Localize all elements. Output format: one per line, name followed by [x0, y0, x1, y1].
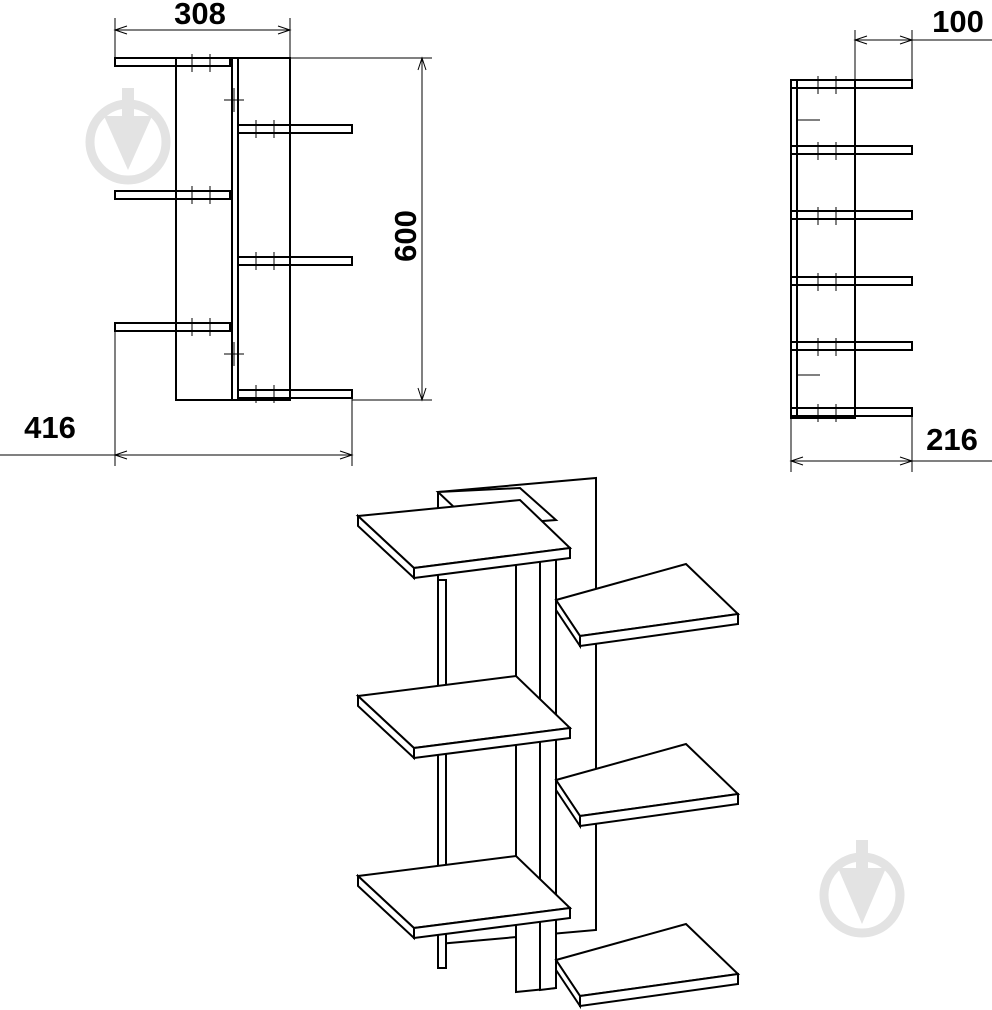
- front-left-panel: [175, 57, 233, 401]
- dim-overall-width: 416: [24, 410, 76, 445]
- side-shelf-2: [790, 145, 913, 155]
- dim-front-width: 308: [174, 0, 226, 31]
- watermark-logo-bottom-right: [819, 840, 905, 938]
- front-shelf-left-3: [114, 322, 231, 332]
- iso-shelf-left-3: [355, 854, 573, 941]
- side-shelf-4: [790, 276, 913, 286]
- iso-shelf-right-2: [554, 742, 741, 830]
- side-shelf-1: [790, 79, 913, 89]
- side-shelf-6: [790, 407, 913, 417]
- dim-side-depth-total: 216: [926, 422, 978, 457]
- dim-height: 600: [388, 210, 423, 262]
- dim-side-depth-top: 100: [932, 4, 984, 39]
- front-shelf-right-3: [237, 389, 353, 399]
- isometric-view: [355, 476, 741, 1010]
- front-right-panel: [231, 57, 291, 401]
- side-shelf-3: [790, 210, 913, 220]
- iso-shelf-left-2: [355, 674, 573, 761]
- watermark-logo-top-left: [85, 88, 171, 185]
- iso-shelf-right-1: [554, 562, 741, 650]
- front-view: 308 600 416: [0, 0, 432, 466]
- iso-shelf-right-3: [554, 922, 741, 1010]
- iso-shelf-left-1: [355, 498, 573, 581]
- front-shelf-right-2: [237, 256, 353, 266]
- side-shelf-5: [790, 341, 913, 351]
- side-view: 100 216: [789, 4, 992, 472]
- front-shelf-left-2: [114, 190, 231, 200]
- front-shelf-left-1: [114, 57, 231, 67]
- side-panel: [790, 79, 856, 419]
- front-shelf-right-1: [237, 124, 353, 134]
